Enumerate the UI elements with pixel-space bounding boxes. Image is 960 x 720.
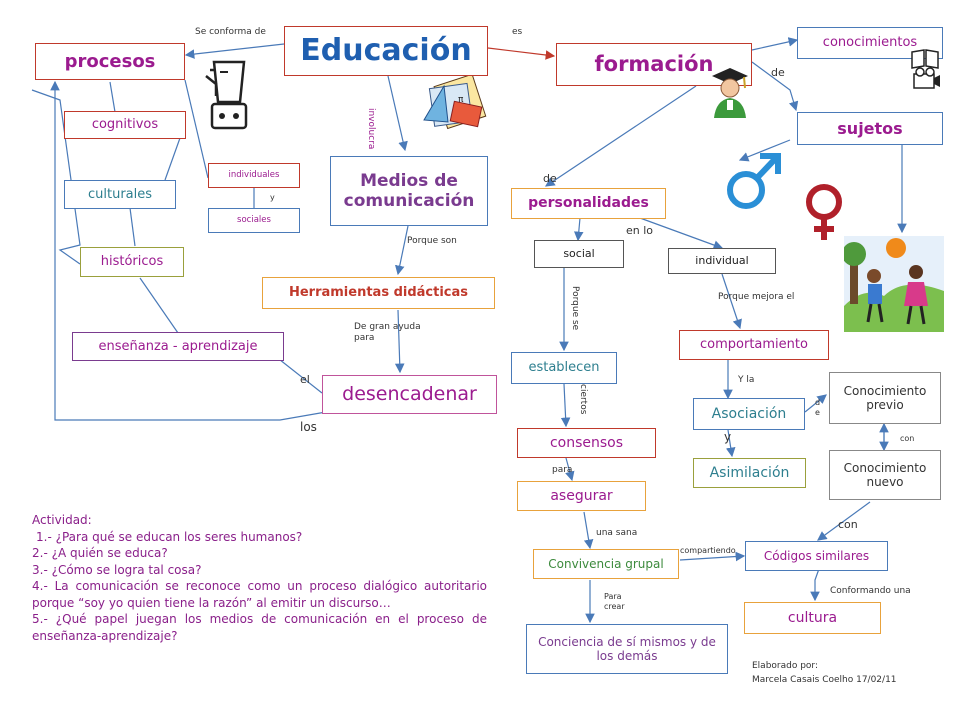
node-desencadenar: desencadenar: [322, 375, 497, 414]
link-herramientas-desencadenar: [394, 309, 405, 374]
question-3: 3.- ¿Cómo se logra tal cosa?: [32, 562, 202, 577]
link-medios-herramientas: [395, 225, 409, 276]
node-procesos: procesos: [35, 43, 185, 80]
node-asegurar: asegurar: [517, 481, 646, 511]
male-symbol-icon: [727, 153, 781, 209]
node-comportamiento: comportamiento: [679, 330, 829, 360]
link-convivencia-codigos: [679, 551, 746, 562]
link-establecen-consensos: [560, 383, 571, 428]
node-ensenanza: enseñanza - aprendizaje: [72, 332, 284, 361]
node-sujetos: sujetos: [797, 112, 943, 145]
link-formacion-personalidades: [545, 85, 697, 187]
node-individual: individual: [668, 248, 776, 274]
activity-section: Actividad: 1.- ¿Para qué se educan los s…: [32, 512, 487, 644]
label-y-asimilacion: y: [724, 430, 732, 444]
label-el: el: [300, 373, 310, 386]
node-social: social: [534, 240, 624, 268]
credits-author: Marcela Casais Coelho 17/02/11: [752, 674, 897, 685]
blender-icon: [205, 60, 248, 130]
link-cognitivos-culturales: [164, 137, 181, 181]
book-camera-icon: [911, 49, 940, 89]
label-de-asociacion: d e: [815, 398, 821, 417]
graduate-icon: [712, 68, 748, 118]
label-de-formacion: de: [771, 66, 785, 79]
label-y-individuales: y: [270, 193, 275, 202]
link-procesos-individuales: [184, 79, 209, 179]
label-con-previo: con: [900, 434, 915, 443]
node-conocimiento-previo: Conocimiento previo: [829, 372, 941, 424]
link-individual-comportamiento: [721, 273, 742, 330]
node-sociales: sociales: [208, 208, 300, 233]
link-consensos-asegurar: [565, 457, 575, 482]
label-conformando: Conformando una: [830, 586, 911, 596]
female-symbol-icon: [806, 184, 842, 240]
node-educacion: Educación: [284, 26, 488, 76]
link-codigos-cultura: [810, 565, 821, 602]
link-personalidades-social: [573, 217, 584, 242]
link-asegurar-convivencia: [583, 511, 594, 550]
label-en-lo: en lo: [626, 224, 654, 237]
school-supplies-icon: π: [423, 76, 487, 130]
node-establecen: establecen: [511, 352, 617, 384]
link-asociacion-asimilacion: [725, 429, 736, 458]
node-personalidades: personalidades: [511, 188, 666, 219]
credits: Elaborado por: Marcela Casais Coelho 17/…: [752, 660, 897, 687]
link-formacion-sujetos: [751, 61, 799, 112]
label-para-crear: Para crear: [604, 592, 625, 611]
link-educacion-medios: [387, 75, 408, 152]
link-formacion-conocimientos: [751, 37, 799, 51]
link-personalidades-individual: [639, 217, 724, 250]
question-5: 5.- ¿Qué papel juegan los medios de comu…: [32, 612, 487, 643]
label-una-sana: una sana: [596, 528, 638, 538]
label-los: los: [300, 420, 317, 434]
node-conciencia: Conciencia de sí mismos y de los demás: [526, 624, 728, 674]
node-culturales: culturales: [64, 180, 176, 209]
link-nuevo-codigos: [817, 501, 871, 541]
link-educacion-procesos: [184, 43, 285, 59]
label-se-conforma-de: Se conforma de: [195, 27, 266, 37]
label-porque-mejora: Porque mejora el: [718, 292, 795, 302]
children-playing-icon: [844, 236, 944, 332]
label-porque-se: Porque se: [570, 286, 580, 331]
link-desencadenar-procesos: [50, 80, 327, 421]
label-para: para: [552, 465, 573, 475]
link-asociacion-previo: [804, 394, 827, 413]
label-compartiendo: compartiendo: [680, 546, 736, 555]
credits-label: Elaborado por:: [752, 661, 819, 671]
node-asociacion: Asociación: [693, 398, 805, 430]
label-involucra: involucra: [366, 108, 376, 150]
node-cognitivos: cognitivos: [64, 111, 186, 139]
node-convivencia: Convivencia grupal: [533, 549, 679, 579]
label-con-codigos: con: [838, 518, 858, 531]
node-conocimiento-nuevo: Conocimiento nuevo: [829, 450, 941, 500]
node-asimilacion: Asimilación: [693, 458, 806, 488]
node-herramientas: Herramientas didácticas: [262, 277, 495, 309]
link-sujetos-personalidades: [738, 139, 791, 162]
link-historicos-procesos: [31, 89, 81, 265]
node-medios: Medios de comunicación: [330, 156, 488, 226]
node-cultura: cultura: [744, 602, 881, 634]
link-educacion-formacion: [487, 47, 556, 60]
link-culturales-historicos: [129, 207, 136, 247]
node-historicos: históricos: [80, 247, 184, 277]
label-es: es: [512, 27, 523, 37]
label-porque-son: Porque son: [407, 236, 457, 246]
label-de-gran-ayuda: De gran ayuda para: [354, 322, 421, 344]
question-4: 4.- La comunicación se reconoce como un …: [32, 579, 487, 610]
link-historicos-ensenanza: [139, 277, 179, 334]
question-2: 2.- ¿A quién se educa?: [32, 546, 168, 561]
label-y-la: Y la: [738, 375, 755, 385]
node-individuales: individuales: [208, 163, 300, 188]
question-1: 1.- ¿Para qué se educan los seres humano…: [36, 529, 303, 544]
link-cognitivos-procesos: [109, 81, 116, 113]
activity-heading: Actividad:: [32, 513, 92, 527]
label-ciertos: ciertos: [578, 384, 588, 415]
label-de-personalidades: de: [543, 172, 557, 185]
svg-text:π: π: [458, 95, 464, 105]
node-codigos: Códigos similares: [745, 541, 888, 571]
node-consensos: consensos: [517, 428, 656, 458]
